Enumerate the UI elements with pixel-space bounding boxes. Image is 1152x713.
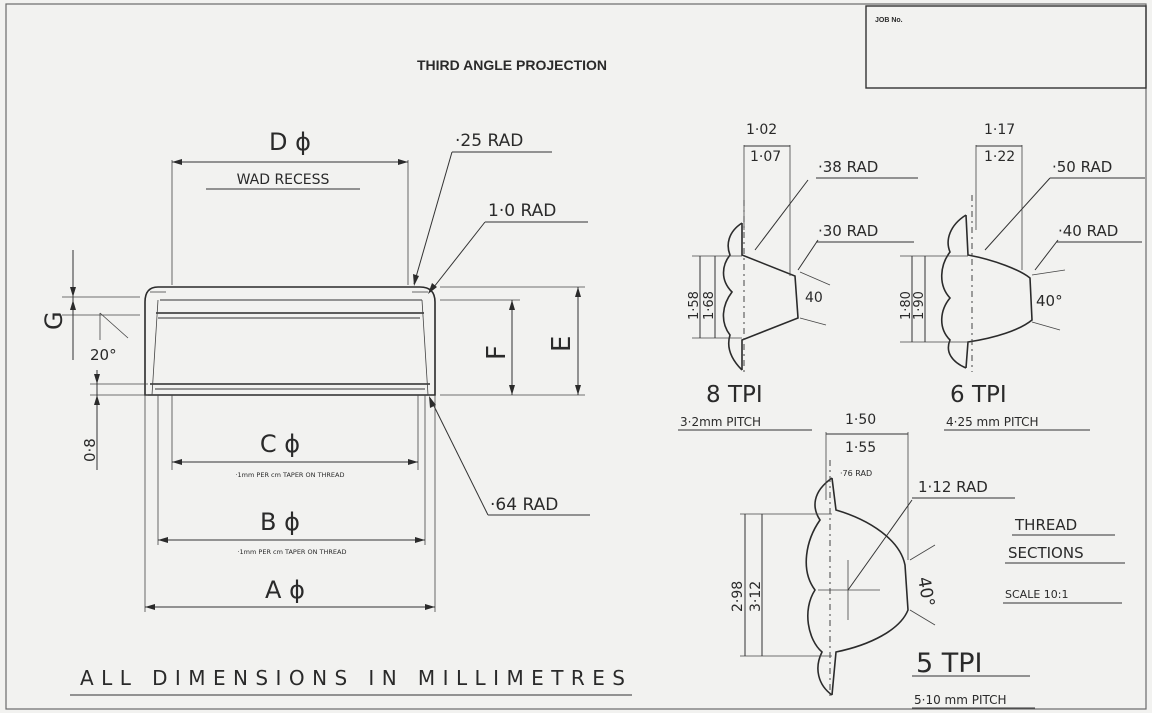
thread-6tpi-angle: 40°	[1036, 292, 1063, 310]
rad-25-leader	[413, 151, 453, 285]
dim-e-label: E	[547, 336, 577, 352]
dim-d	[171, 159, 409, 285]
rad-25-arrow	[413, 274, 419, 286]
inner-left-wall	[151, 299, 159, 396]
thread-6tpi-label: 6 TPI	[950, 382, 1007, 408]
thread-6tpi-drawing	[900, 145, 1066, 372]
thread-sections-line2: SECTIONS	[1008, 544, 1084, 562]
rad-10-arrow	[428, 283, 437, 294]
rad-64-label: ·64 RAD	[490, 495, 558, 515]
thread-8tpi-profile-right	[741, 223, 799, 370]
thread-8tpi-depth-b: 1·68	[702, 291, 717, 320]
dim-b-label: B ϕ	[260, 508, 300, 536]
thread-6tpi-pitch: 4·25 mm PITCH	[946, 415, 1039, 429]
thread-6tpi-rad-a: ·50 RAD	[1052, 158, 1112, 176]
rad-25-label: ·25 RAD	[455, 131, 523, 151]
thread-8tpi-angle: 40	[805, 290, 823, 306]
thread-8tpi-profile-left	[722, 222, 743, 371]
dim-08-label: 0·8	[81, 438, 99, 462]
thread-5tpi-depth-b: 3·12	[748, 581, 764, 612]
thread-6tpi-profile-right	[965, 214, 1033, 369]
projection-title: THIRD ANGLE PROJECTION	[417, 57, 607, 73]
wad-recess-label: WAD RECESS	[237, 172, 330, 188]
thread-5tpi-profile-left	[805, 477, 833, 696]
dim-f-e	[440, 286, 585, 396]
dim-c	[171, 395, 419, 470]
thread-6tpi-dim-top-a: 1·17	[984, 122, 1015, 138]
thread-5tpi-dim-top-b: 1·55	[845, 440, 876, 456]
thread-6tpi-depth-b: 1·90	[912, 291, 927, 320]
thread-6tpi-rad-b: ·40 RAD	[1058, 222, 1118, 240]
thread-5tpi-rad-b: 1·12 RAD	[918, 478, 988, 496]
dim-g-label: G	[40, 311, 68, 330]
thread-8tpi-dim-top-b: 1·07	[750, 149, 781, 165]
rad-10-label: 1·0 RAD	[488, 201, 556, 221]
angle-20-label: 20°	[90, 346, 117, 364]
thread-sections-scale: SCALE 10:1	[1005, 588, 1068, 601]
thread-6tpi-profile-left	[940, 214, 967, 369]
job-no-label: JOB No.	[875, 17, 903, 24]
thread-5tpi-label: 5 TPI	[916, 648, 983, 679]
thread-5tpi-rad-a: ·76 RAD	[840, 469, 872, 478]
thread-6tpi-dim-top-b: 1·22	[984, 149, 1015, 165]
dim-g	[62, 250, 140, 360]
thread-5tpi-drawing	[740, 432, 936, 700]
dim-08	[90, 370, 148, 470]
dim-f-label: F	[482, 345, 512, 360]
dim-c-label: C ϕ	[260, 430, 300, 458]
inner-right-wall	[421, 299, 429, 396]
thread-5tpi-depth-a: 2·98	[730, 581, 746, 612]
thread-8tpi-rad-a: ·38 RAD	[818, 158, 878, 176]
taper-c-note: ·1mm PER cm TAPER ON THREAD	[235, 471, 344, 479]
rad-10-leader	[429, 221, 486, 293]
thread-8tpi-drawing	[692, 145, 831, 372]
thread-sections-line1: THREAD	[1014, 516, 1077, 534]
sheet-border	[5, 3, 1147, 710]
thread-8tpi-dim-top-a: 1·02	[746, 122, 777, 138]
thread-5tpi-dim-top-a: 1·50	[845, 412, 876, 428]
dim-a-label: A ϕ	[265, 576, 305, 604]
rad-64-leader	[429, 397, 489, 516]
thread-8tpi-depth-a: 1·58	[687, 291, 702, 320]
thread-5tpi-pitch: 5·10 mm PITCH	[914, 693, 1007, 707]
rad-64-arrow	[429, 396, 436, 408]
title-block: JOB No.	[865, 5, 1147, 89]
dim-d-label: D ϕ	[269, 128, 311, 156]
dim-a	[144, 395, 436, 612]
taper-b-note: ·1mm PER cm TAPER ON THREAD	[237, 548, 346, 556]
thread-6tpi-depth-a: 1·80	[899, 291, 914, 320]
thread-5tpi-profile-right	[831, 477, 909, 696]
thread-8tpi-pitch: 3·2mm PITCH	[680, 415, 761, 429]
thread-8tpi-label: 8 TPI	[706, 382, 763, 408]
dim-b	[157, 395, 426, 545]
thread-8tpi-rad-b: ·30 RAD	[818, 222, 878, 240]
